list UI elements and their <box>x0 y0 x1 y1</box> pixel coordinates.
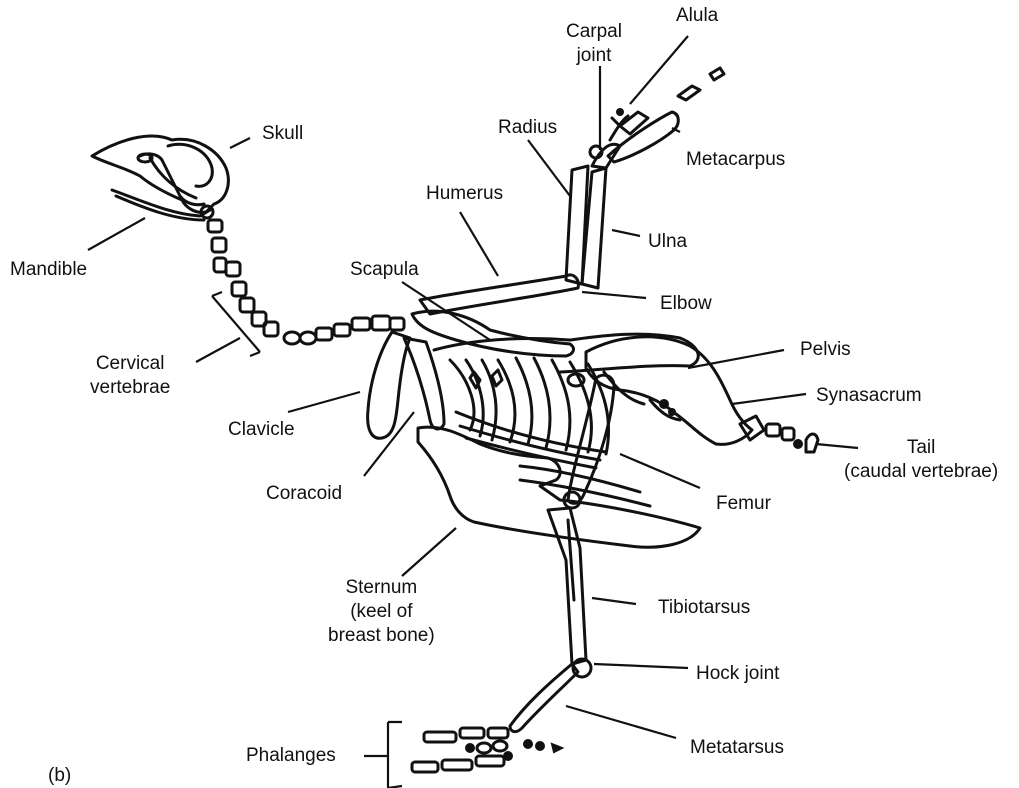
label-synsacrum: Synasacrum <box>816 384 922 408</box>
label-pelvis: Pelvis <box>800 338 851 362</box>
label-skull: Skull <box>262 122 303 146</box>
label-scapula: Scapula <box>350 258 419 282</box>
label-alula: Alula <box>676 4 718 28</box>
label-cervical-vertebrae: Cervical vertebrae <box>90 352 170 400</box>
label-clavicle: Clavicle <box>228 418 295 442</box>
label-metacarpus: Metacarpus <box>686 148 785 172</box>
phalanges-drawing <box>412 728 562 772</box>
label-metatarsus: Metatarsus <box>690 736 784 760</box>
label-elbow: Elbow <box>660 292 712 316</box>
label-carpal-joint: Carpal joint <box>566 20 622 68</box>
label-sternum: Sternum (keel of breast bone) <box>328 576 435 648</box>
label-panel: (b) <box>48 764 71 788</box>
label-ulna: Ulna <box>648 230 687 254</box>
label-femur: Femur <box>716 492 771 516</box>
label-coracoid: Coracoid <box>266 482 342 506</box>
label-tibiotarsus: Tibiotarsus <box>658 596 750 620</box>
skull-drawing <box>92 136 228 220</box>
label-hock-joint: Hock joint <box>696 662 779 686</box>
tibiotarsus-drawing <box>548 508 591 677</box>
label-mandible: Mandible <box>10 258 87 282</box>
label-humerus: Humerus <box>426 182 503 206</box>
metatarsus-drawing <box>510 664 578 732</box>
label-radius: Radius <box>498 116 557 140</box>
pelvis-drawing <box>586 337 818 452</box>
label-phalanges: Phalanges <box>246 744 336 768</box>
label-tail: Tail (caudal vertebrae) <box>844 436 998 484</box>
